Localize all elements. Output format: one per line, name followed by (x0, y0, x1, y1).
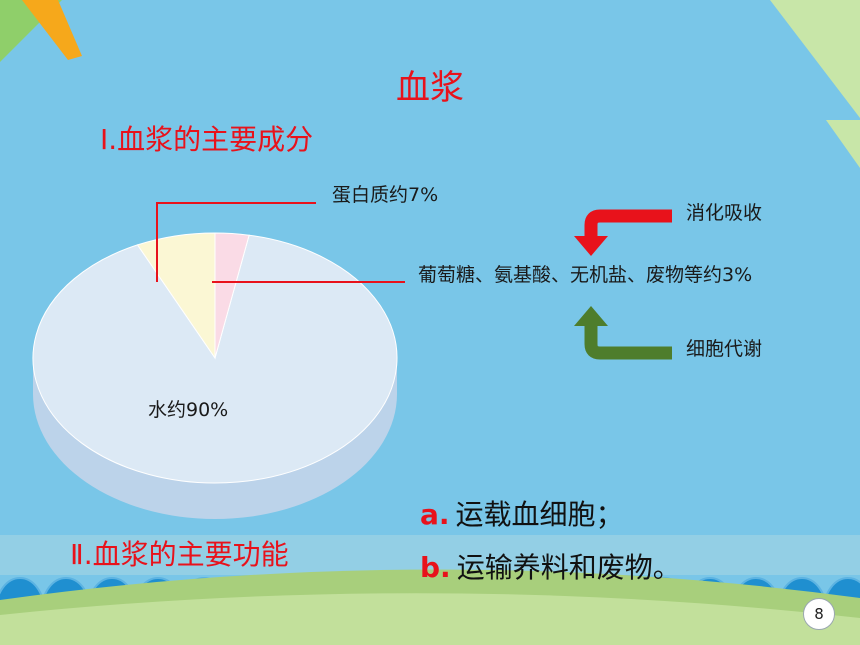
function-item-a-text: 运载血细胞； (455, 498, 624, 531)
pie-depth (33, 358, 397, 519)
bottom-hill-light (0, 593, 860, 645)
pie-label-water: 水约90% (148, 399, 229, 421)
function-item-b: b.运输养料和废物。 (420, 546, 681, 586)
section2-heading: Ⅱ.血浆的主要功能 (70, 538, 289, 571)
pie-slice-water (32, 234, 398, 484)
function-item-b-text: 运输养料和废物。 (456, 551, 681, 584)
metabolism-arrow-head (574, 306, 608, 326)
section1-heading: Ⅰ.血浆的主要成分 (100, 123, 314, 156)
corner-triangle-right (770, 0, 860, 118)
function-item-a-letter: a. (420, 498, 450, 531)
digest-arrow-shaft (584, 209, 672, 236)
protein-leader-line (156, 202, 316, 282)
slide-title: 血浆 (396, 68, 464, 108)
pie-slice-others (214, 232, 250, 359)
function-item-b-letter: b. (420, 551, 451, 584)
corner-stripe-left (22, 0, 82, 60)
page-number: 8 (803, 598, 835, 630)
metabolism-arrow-shaft (584, 326, 672, 360)
pie-label-protein: 蛋白质约7% (332, 184, 439, 206)
metabolism-label: 细胞代谢 (686, 338, 763, 360)
digest-label: 消化吸收 (686, 202, 763, 224)
pie-label-others: 葡萄糖、氨基酸、无机盐、废物等约3% (418, 264, 753, 286)
bottom-band (0, 535, 860, 575)
corner-shard-right (826, 120, 860, 168)
digest-arrow-head (574, 236, 608, 256)
function-item-a: a.运载血细胞； (420, 493, 624, 533)
